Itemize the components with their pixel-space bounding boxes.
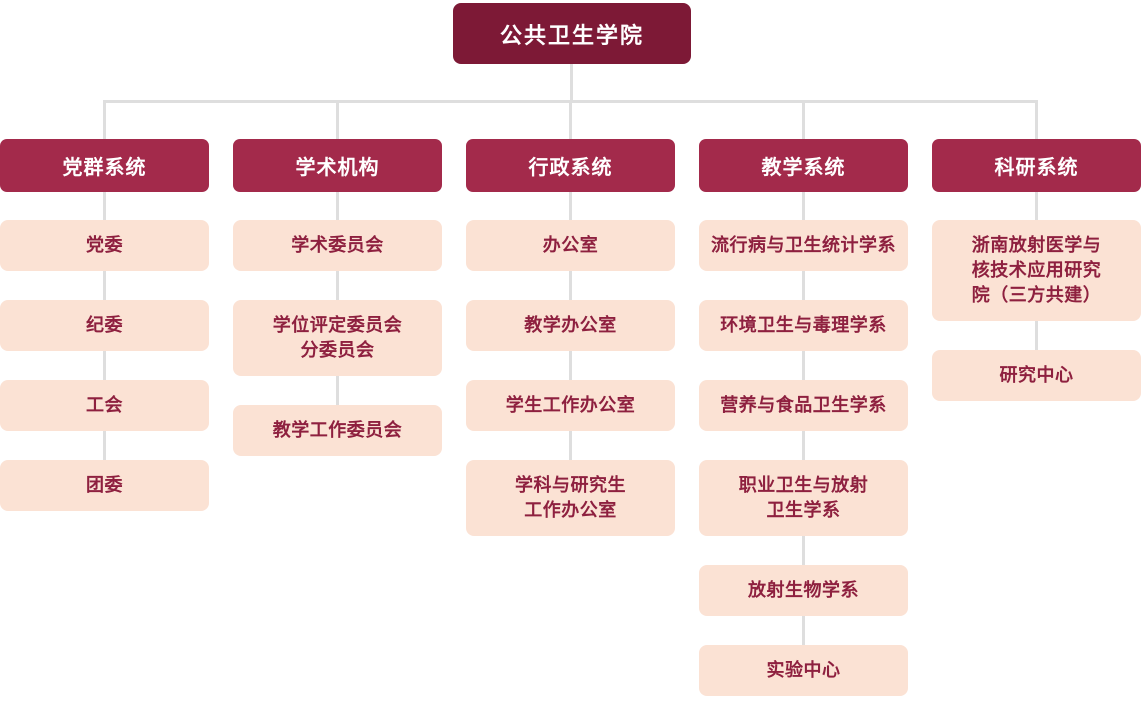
org-item: 职业卫生与放射 卫生学系	[699, 460, 908, 536]
column-administrative: 行政系统 办公室 教学办公室 学生工作办公室 学科与研究生 工作办公室	[466, 101, 675, 536]
column-header: 科研系统	[932, 139, 1141, 192]
root-node: 公共卫生学院	[453, 3, 691, 64]
org-item: 教学工作委员会	[233, 405, 442, 456]
org-item: 放射生物学系	[699, 565, 908, 616]
org-item: 学生工作办公室	[466, 380, 675, 431]
org-item: 实验中心	[699, 645, 908, 696]
column-header: 教学系统	[699, 139, 908, 192]
column-party-mass: 党群系统 党委 纪委 工会 团委	[0, 101, 209, 511]
org-item: 学术委员会	[233, 220, 442, 271]
column-teaching: 教学系统 流行病与卫生统计学系 环境卫生与毒理学系 营养与食品卫生学系 职业卫生…	[699, 101, 908, 696]
column-header: 党群系统	[0, 139, 209, 192]
org-item: 党委	[0, 220, 209, 271]
column-research: 科研系统 浙南放射医学与 核技术应用研究 院（三方共建） 研究中心	[932, 101, 1141, 401]
org-item: 流行病与卫生统计学系	[699, 220, 908, 271]
org-item: 教学办公室	[466, 300, 675, 351]
org-item: 营养与食品卫生学系	[699, 380, 908, 431]
org-item: 工会	[0, 380, 209, 431]
column-header: 行政系统	[466, 139, 675, 192]
org-item: 纪委	[0, 300, 209, 351]
connector-trunk	[570, 63, 573, 102]
column-header: 学术机构	[233, 139, 442, 192]
org-item: 办公室	[466, 220, 675, 271]
org-item: 研究中心	[932, 350, 1141, 401]
column-academic: 学术机构 学术委员会 学位评定委员会 分委员会 教学工作委员会	[233, 101, 442, 456]
org-item: 学科与研究生 工作办公室	[466, 460, 675, 536]
org-item: 学位评定委员会 分委员会	[233, 300, 442, 376]
org-item: 浙南放射医学与 核技术应用研究 院（三方共建）	[932, 220, 1141, 321]
org-item: 团委	[0, 460, 209, 511]
org-item: 环境卫生与毒理学系	[699, 300, 908, 351]
